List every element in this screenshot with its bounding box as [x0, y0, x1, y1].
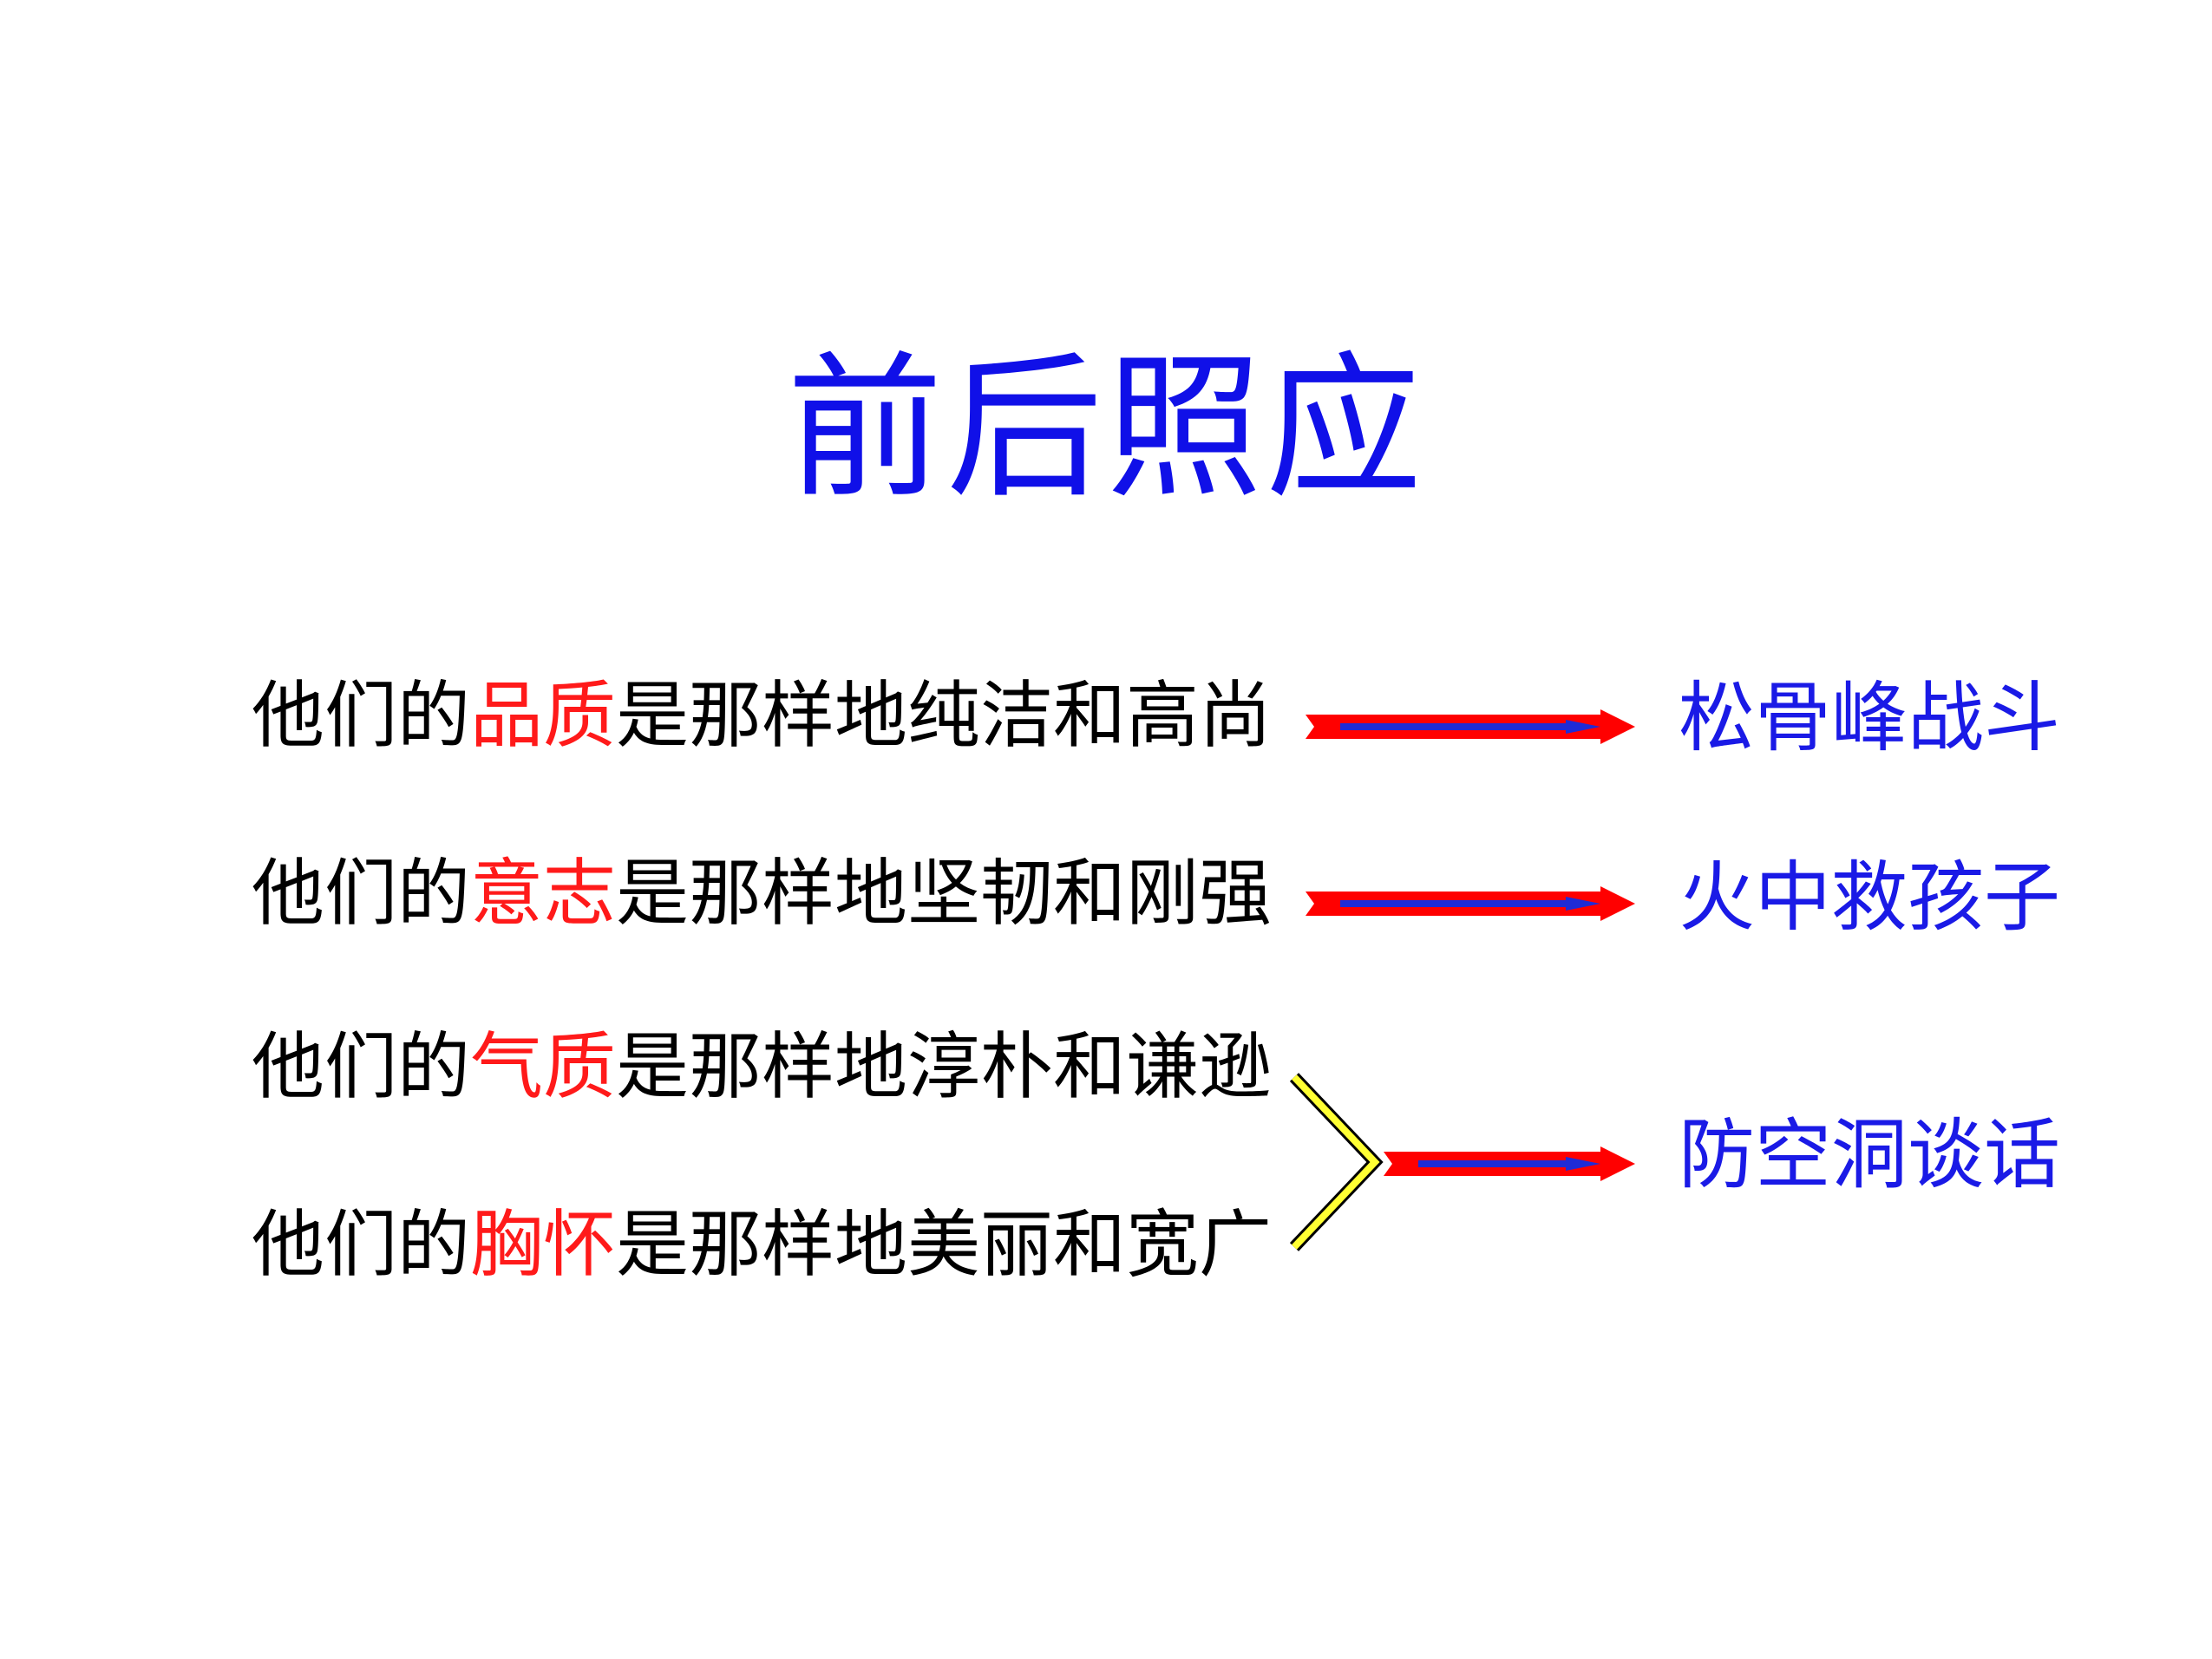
- arrow-right-icon: [1306, 709, 1635, 744]
- sentence-keyword: 品质: [470, 673, 617, 758]
- arrow-right-icon: [1306, 886, 1635, 921]
- sentence-prefix: 他们的: [252, 851, 471, 936]
- sentence-3: 他们的气质是那样地淳朴和谦逊: [252, 1023, 1272, 1110]
- sentence-suffix: 是那样地纯洁和高尚: [616, 673, 1273, 758]
- sentence-prefix: 他们的: [252, 1202, 471, 1287]
- sentence-suffix: 是那样地淳朴和谦逊: [616, 1024, 1273, 1109]
- arrow-right-icon: [1384, 1146, 1635, 1181]
- sentence-prefix: 他们的: [252, 1024, 471, 1109]
- sentence-keyword: 气质: [470, 1024, 617, 1109]
- result-label-2: 火中救孩子: [1679, 852, 2061, 942]
- sentence-2: 他们的意志是那样地坚韧和刚强: [252, 850, 1272, 937]
- sentence-keyword: 意志: [470, 851, 617, 936]
- sentence-4: 他们的胸怀是那样地美丽和宽广: [252, 1201, 1272, 1288]
- sentence-suffix: 是那样地坚韧和刚强: [616, 851, 1273, 936]
- sentence-keyword: 胸怀: [470, 1202, 617, 1287]
- result-label-1: 松骨峰战斗: [1679, 673, 2061, 762]
- result-label-3: 防空洞谈话: [1679, 1110, 2061, 1199]
- sentence-1: 他们的品质是那样地纯洁和高尚: [252, 672, 1272, 759]
- sentence-prefix: 他们的: [252, 673, 471, 758]
- slide-title: 前后照应: [786, 338, 1425, 519]
- sentence-suffix: 是那样地美丽和宽广: [616, 1202, 1273, 1287]
- brace-icon: [1289, 1073, 1384, 1251]
